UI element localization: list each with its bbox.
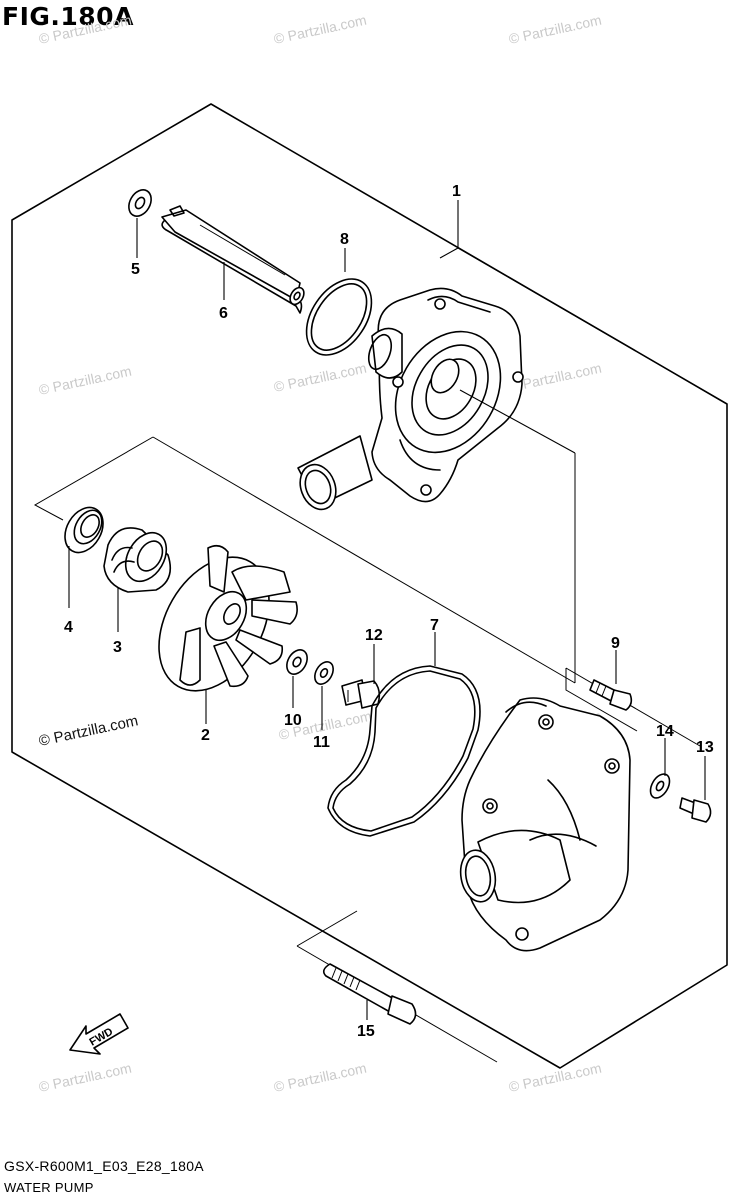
watermark-2: © Partzilla.com xyxy=(272,12,368,47)
part-3-mechanical-seal xyxy=(103,527,172,593)
callout-7: 7 xyxy=(430,617,439,634)
watermark-3: © Partzilla.com xyxy=(507,12,603,47)
part-1-pump-housing xyxy=(297,287,524,511)
watermark-5: © Partzilla.com xyxy=(272,360,368,395)
callout-3: 3 xyxy=(113,639,122,656)
watermark-main: © Partzilla.com xyxy=(37,712,139,750)
callout-10: 10 xyxy=(284,712,302,729)
figure-code: GSX-R600M1_E03_E28_180A xyxy=(4,1158,204,1174)
part-10-washer xyxy=(286,649,308,675)
part-6-shaft xyxy=(161,205,305,314)
leader-lines xyxy=(68,200,728,1020)
housing-group-boundary xyxy=(33,436,154,521)
callout-8: 8 xyxy=(340,231,349,248)
watermark-1: © Partzilla.com xyxy=(37,12,133,47)
callout-12: 12 xyxy=(365,627,383,644)
cover-group-boundary-2 xyxy=(296,910,358,947)
pump-cover xyxy=(459,697,631,952)
callout-5: 5 xyxy=(131,261,140,278)
callout-6: 6 xyxy=(219,305,228,322)
cover-group-boundary-4 xyxy=(565,667,701,747)
part-9-bolt xyxy=(589,679,633,711)
part-2-impeller xyxy=(158,544,298,692)
callout-numbers: 1 2 3 4 5 6 7 8 9 10 11 12 13 14 15 xyxy=(64,183,714,1040)
callout-11: 11 xyxy=(313,734,330,751)
callout-9: 9 xyxy=(611,635,620,652)
callout-15: 15 xyxy=(357,1023,375,1040)
forward-arrow: FWD xyxy=(69,1013,129,1055)
callout-2: 2 xyxy=(201,727,210,744)
part-14-washer xyxy=(649,773,671,799)
cover-group-boundary xyxy=(565,668,638,732)
watermark-4: © Partzilla.com xyxy=(37,363,133,398)
callout-4: 4 xyxy=(64,619,73,636)
figure-title: FIG.180A xyxy=(2,2,134,31)
figure-name: WATER PUMP xyxy=(4,1180,94,1195)
housing-group-boundary-2 xyxy=(152,436,576,684)
part-7-gasket xyxy=(327,665,481,837)
part-11-washer xyxy=(314,661,334,685)
part-4-oil-seal xyxy=(64,506,104,554)
callout-13: 13 xyxy=(696,739,714,756)
callout-1: 1 xyxy=(452,183,461,200)
watermark-10: © Partzilla.com xyxy=(272,1060,368,1095)
part-5-washer xyxy=(128,189,152,217)
part-15-bolt xyxy=(322,963,417,1025)
part-8-o-ring xyxy=(305,278,373,356)
forward-arrow-label: FWD xyxy=(88,1026,116,1049)
callout-14: 14 xyxy=(656,723,674,740)
watermark-9: © Partzilla.com xyxy=(37,1060,133,1095)
part-13-bolt xyxy=(679,797,712,823)
